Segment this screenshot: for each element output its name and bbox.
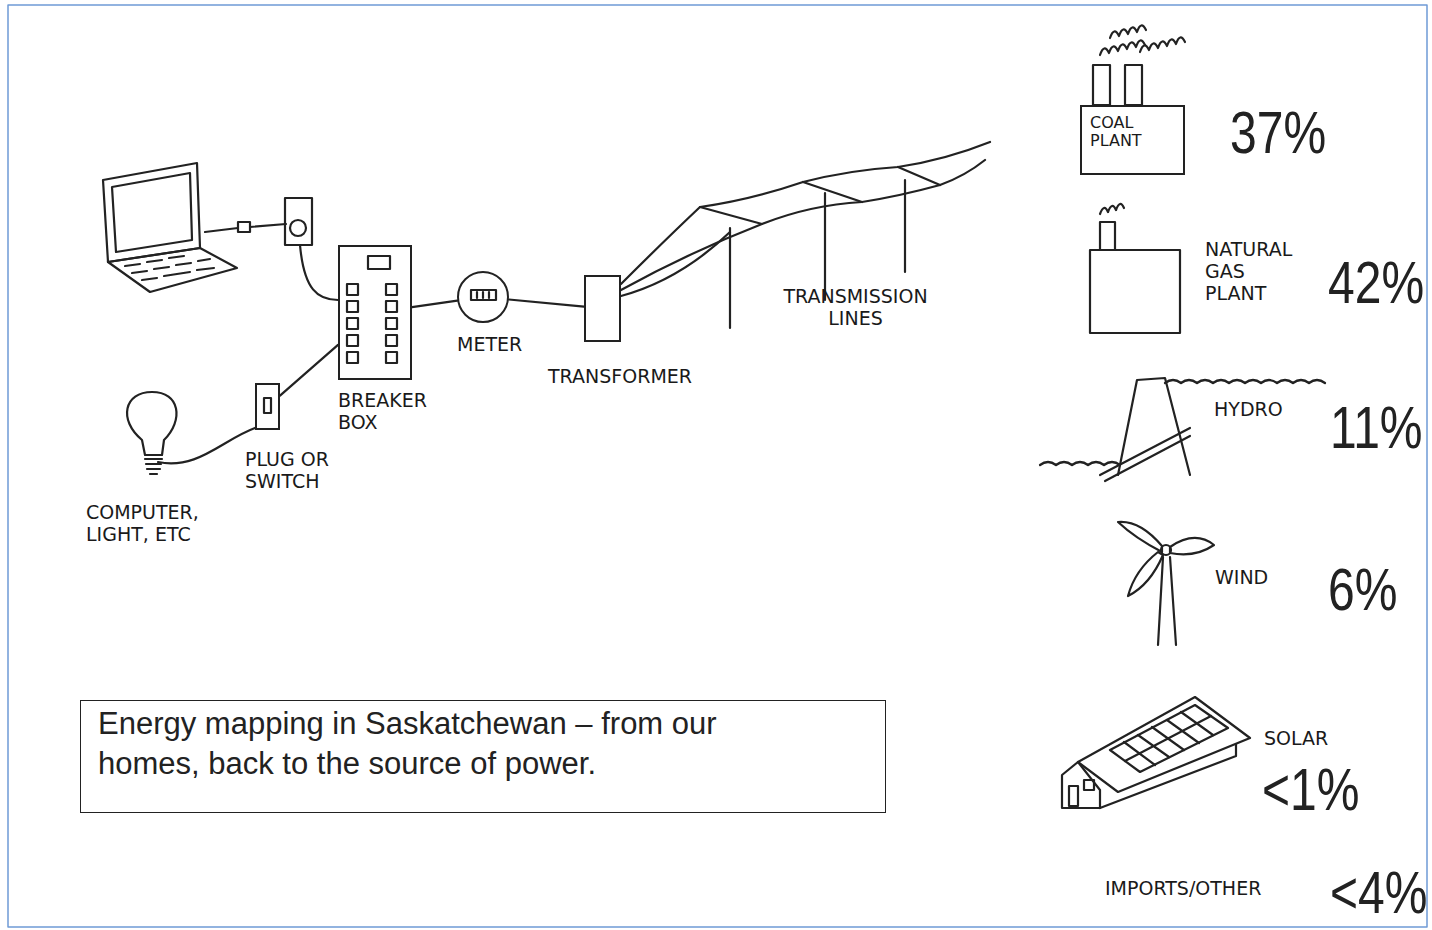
power-line (621, 232, 730, 296)
bulb-glass (127, 392, 176, 455)
node-label: BREAKER BOX (338, 390, 448, 434)
breaker-switch (386, 284, 397, 295)
turbine-blade (1118, 522, 1162, 552)
meter-digits (477, 292, 489, 298)
meter-details (471, 290, 496, 300)
percent-value: 11% (1330, 398, 1423, 458)
part-name: COMPUTER, LIGHT, ETC (86, 502, 236, 546)
wire-connector (280, 345, 338, 396)
chimney (1125, 65, 1142, 105)
smoke (1100, 40, 1145, 55)
frame-border (8, 5, 1427, 927)
meter-dial (471, 290, 496, 300)
node-label: COAL PLANT (1082, 107, 1183, 158)
pipe (1100, 428, 1190, 481)
chimney (1100, 222, 1115, 250)
breaker-main (368, 256, 390, 269)
transformer-box: TRANSFORMER (584, 275, 621, 342)
house-window (1084, 780, 1094, 790)
panel-grid (1124, 712, 1213, 765)
smoke (1110, 25, 1146, 38)
chimney (1093, 65, 1110, 105)
laptop-drawing (103, 163, 286, 292)
source-name: SOLAR (1264, 728, 1328, 750)
source-name: IMPORTS/OTHER (1105, 878, 1261, 900)
percent-value: <1% (1262, 760, 1359, 820)
plant-building (1090, 250, 1180, 333)
house-wall (1100, 744, 1236, 808)
source-name: NATURAL GAS PLANT (1205, 239, 1301, 305)
switch-toggle (264, 398, 271, 413)
outlet-plate (285, 198, 312, 245)
power-cord (250, 224, 286, 227)
breaker-details (347, 256, 397, 363)
part-name: TRANSMISSION LINES (768, 286, 943, 330)
gas-plant-drawing (1090, 204, 1180, 333)
laptop-display (112, 173, 192, 252)
breaker-box: BREAKER BOX (338, 245, 412, 380)
wire-connector (412, 301, 457, 308)
power-tower (898, 167, 940, 272)
node-label: PLUG OR SWITCH (245, 449, 355, 493)
solar-panel (1110, 705, 1228, 772)
wire (158, 428, 255, 463)
percent-value: <4% (1330, 863, 1427, 923)
breaker-switch (386, 301, 397, 312)
breaker-switch (386, 352, 397, 363)
laptop-base (108, 248, 237, 292)
smoke (1100, 204, 1124, 214)
outlet-socket (290, 220, 306, 236)
hydro-drawing (1040, 378, 1325, 481)
laptop-keys (125, 256, 214, 280)
source-name: WIND (1215, 567, 1268, 589)
breaker-switch (347, 284, 358, 295)
turbine-blade (1170, 538, 1214, 554)
wind-turbine-drawing (1118, 522, 1214, 645)
node-label: METER (457, 334, 547, 356)
caption-box: Energy mapping in Saskatchewan – from ou… (80, 700, 886, 813)
breaker-switch (386, 318, 397, 329)
breaker-switch (347, 318, 358, 329)
laptop-screen (103, 163, 200, 262)
power-line (621, 160, 985, 290)
switch-box: PLUG OR SWITCH (255, 383, 280, 430)
breaker-switch (347, 335, 358, 346)
turbine-blade (1128, 552, 1163, 596)
water (1040, 462, 1120, 465)
power-cord (205, 228, 238, 232)
power-tower (700, 207, 762, 328)
power-tower (803, 182, 862, 300)
coal-plant-drawing (1093, 25, 1185, 105)
power-line (621, 142, 990, 284)
node-label: TRANSFORMER (548, 366, 738, 388)
outlet-drawing (285, 198, 338, 300)
percent-value: 37% (1230, 103, 1326, 163)
percent-value: 42% (1328, 253, 1424, 313)
smoke (1140, 37, 1185, 52)
house-wall (1062, 762, 1100, 808)
breaker-switch (347, 301, 358, 312)
breaker-switch (386, 335, 397, 346)
house-roof (1078, 697, 1250, 792)
water (1165, 380, 1325, 383)
caption-text: Energy mapping in Saskatchewan – from ou… (98, 704, 798, 784)
wire (300, 245, 338, 300)
coal-plant-box: COAL PLANT (1080, 105, 1185, 175)
breaker-switch (347, 352, 358, 363)
source-name: HYDRO (1214, 399, 1283, 421)
turbine-tower (1158, 557, 1176, 645)
percent-value: 6% (1328, 560, 1397, 620)
solar-house-drawing (1062, 697, 1250, 808)
wire-connector (509, 300, 584, 307)
house-door (1069, 786, 1078, 806)
meter-circle: METER (457, 271, 509, 323)
plug-symbol (238, 222, 250, 232)
